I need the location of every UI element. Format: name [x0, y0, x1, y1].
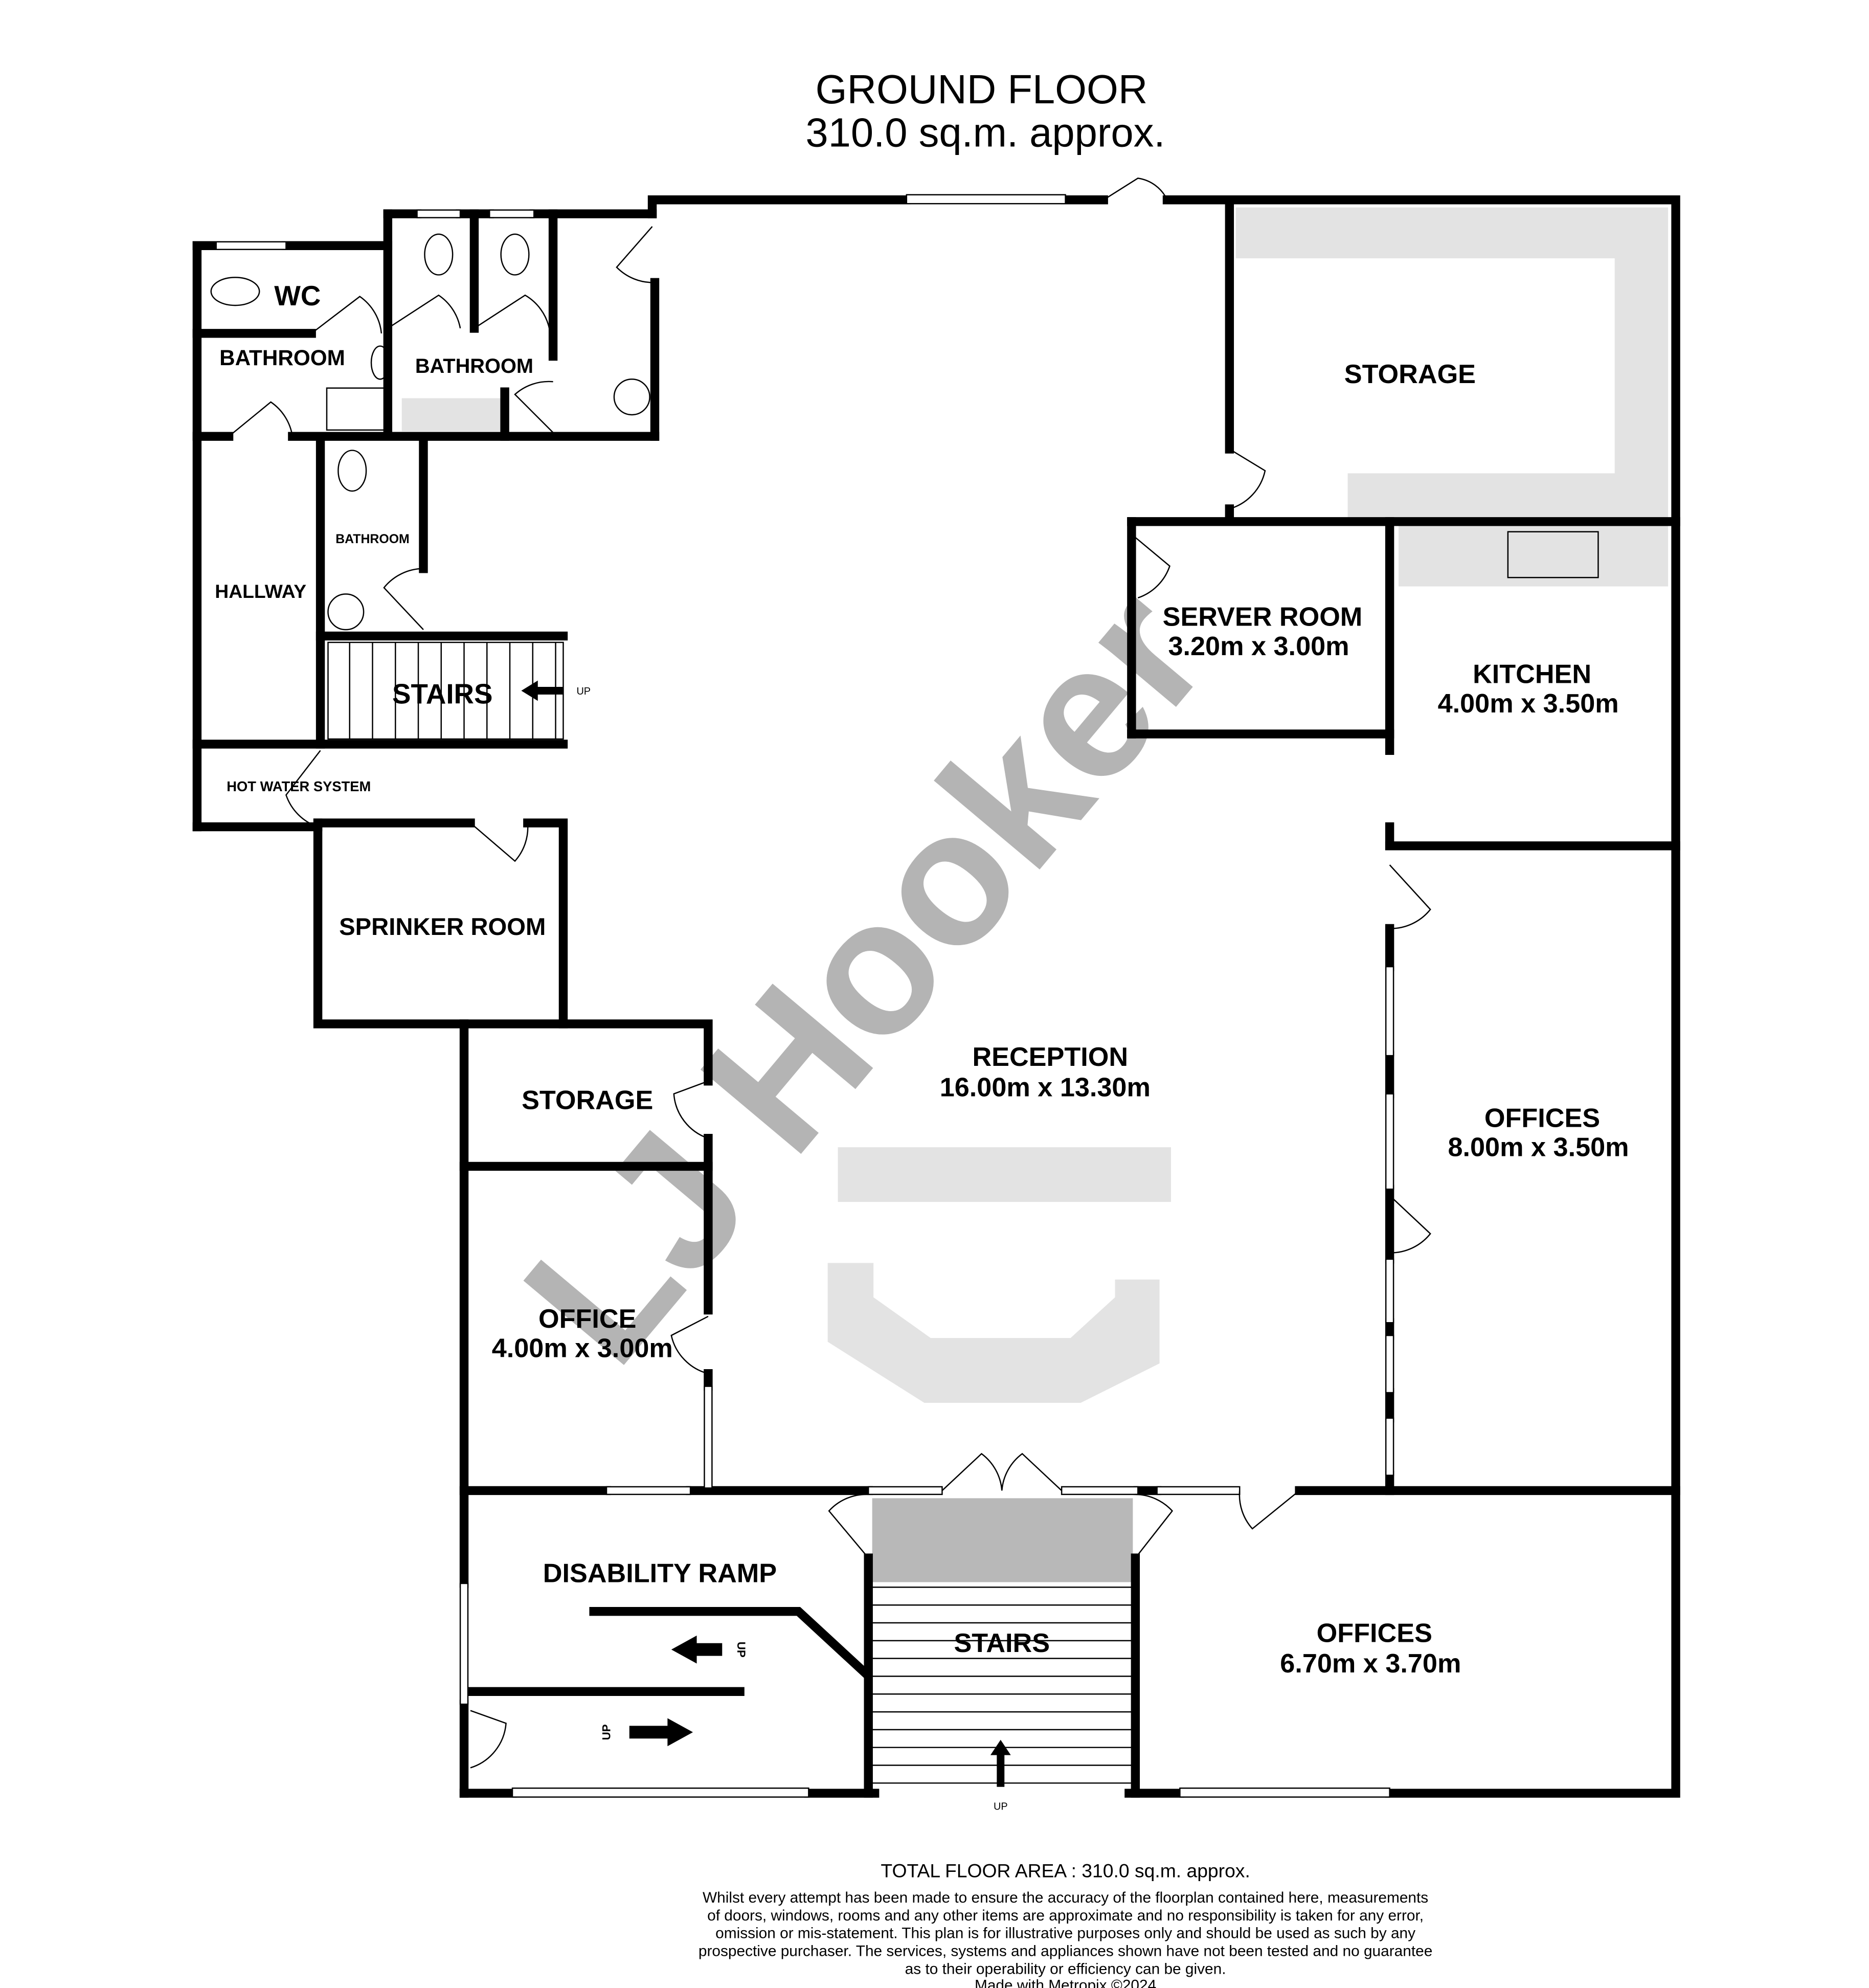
- room-hot-water: HOT WATER SYSTEM: [227, 778, 371, 794]
- shower-icon: [326, 387, 391, 431]
- disclaimer-line: omission or mis-statement. This plan is …: [715, 1925, 1415, 1942]
- sink-icon: [1507, 531, 1599, 578]
- reception-desk-back: [838, 1147, 1171, 1202]
- ramp-direction: UP: [600, 1724, 613, 1740]
- room-offices-size: 8.00m x 3.50m: [1448, 1133, 1629, 1163]
- kitchen-bench: [1399, 525, 1669, 587]
- walls: [192, 195, 1680, 1798]
- room-office: OFFICE: [538, 1304, 636, 1334]
- basin-icon: [613, 378, 650, 416]
- arrow-up-icon: [990, 1739, 1011, 1787]
- windows: [215, 194, 1394, 1798]
- room-storage: STORAGE: [1344, 360, 1476, 389]
- landing: [872, 1498, 1133, 1582]
- room-sprinkler: SPRINKER ROOM: [339, 913, 546, 941]
- plan-title: GROUND FLOOR: [816, 66, 1148, 112]
- basin-icon: [327, 593, 365, 631]
- room-offices: OFFICES: [1484, 1103, 1600, 1133]
- stairs-direction: UP: [576, 686, 591, 697]
- made-with: Made with Metropix ©2024: [975, 1977, 1156, 1988]
- total-floor-area: TOTAL FLOOR AREA : 310.0 sq.m. approx.: [881, 1860, 1250, 1881]
- reception-counter: [827, 1263, 1160, 1403]
- upper-stairs: [327, 641, 564, 740]
- room-stairs: STAIRS: [392, 678, 492, 709]
- room-offices: OFFICES: [1317, 1618, 1432, 1648]
- disclaimer-line: of doors, windows, rooms and any other i…: [707, 1907, 1424, 1924]
- toilet-icon: [500, 233, 530, 276]
- bathroom-bench: [401, 398, 501, 432]
- room-ramp: DISABILITY RAMP: [543, 1558, 777, 1588]
- room-wc: WC: [274, 280, 321, 311]
- disclaimer-line: as to their operability or efficiency ca…: [905, 1960, 1226, 1977]
- ramp-direction: UP: [735, 1642, 748, 1658]
- room-stairs: STAIRS: [954, 1628, 1050, 1658]
- plan-area: 310.0 sq.m. approx.: [805, 109, 1165, 155]
- room-offices-size: 6.70m x 3.70m: [1280, 1649, 1461, 1679]
- doors: [228, 177, 1431, 1769]
- ramp-arrow-left-icon: [671, 1635, 723, 1664]
- toilet-icon: [210, 277, 260, 306]
- toilet-icon: [337, 450, 367, 492]
- room-reception-size: 16.00m x 13.30m: [940, 1073, 1151, 1103]
- lower-stairs: [872, 1587, 1132, 1787]
- room-reception: RECEPTION: [972, 1042, 1128, 1072]
- room-storage: STORAGE: [522, 1086, 653, 1115]
- room-kitchen: KITCHEN: [1473, 660, 1591, 689]
- room-hallway: HALLWAY: [215, 580, 306, 602]
- toilet-icon: [424, 233, 454, 276]
- fixtures: [210, 233, 1599, 631]
- room-bathroom: BATHROOM: [219, 346, 345, 370]
- disclaimer-line: Whilst every attempt has been made to en…: [703, 1889, 1428, 1906]
- room-server-size: 3.20m x 3.00m: [1168, 632, 1349, 661]
- room-server: SERVER ROOM: [1163, 602, 1363, 632]
- basin-icon: [370, 345, 390, 380]
- stairs-direction: UP: [994, 1801, 1008, 1813]
- storage-shelving: [1235, 207, 1669, 519]
- room-bathroom: BATHROOM: [415, 355, 533, 377]
- room-bathroom: BATHROOM: [335, 532, 410, 546]
- disclaimer-line: prospective purchaser. The services, sys…: [699, 1942, 1432, 1959]
- room-kitchen-size: 4.00m x 3.50m: [1438, 689, 1619, 719]
- arrow-left-icon: [521, 680, 564, 701]
- ramp-arrow-right-icon: [629, 1718, 693, 1747]
- room-office-size: 4.00m x 3.00m: [492, 1333, 673, 1363]
